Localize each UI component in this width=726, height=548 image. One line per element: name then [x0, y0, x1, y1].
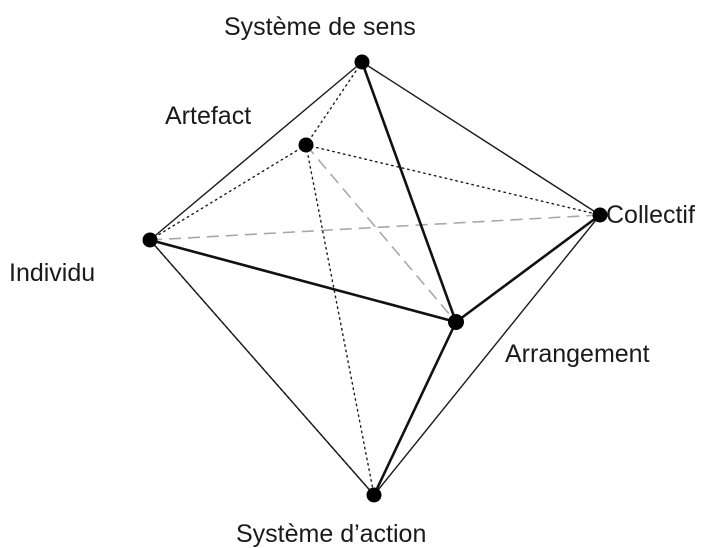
- label-collectif: Collectif: [606, 201, 695, 229]
- edge-sens-collectif: [361, 61, 601, 216]
- edge-arrangement-action: [372, 321, 458, 496]
- vertex-systeme-d-action: [366, 487, 382, 503]
- edge-individu-collectif: [149, 214, 601, 241]
- edge-sens-arrangement: [360, 61, 458, 323]
- edge-individu-arrangement: [149, 238, 457, 324]
- edge-sens-artefact: [305, 61, 363, 146]
- edge-sens-individu: [149, 61, 363, 241]
- edge-artefact-collectif: [305, 144, 601, 216]
- edge-individu-action: [149, 239, 375, 496]
- edge-collectif-action: [373, 214, 601, 496]
- edge-artefact-action: [305, 144, 375, 496]
- edge-artefact-individu: [149, 144, 307, 241]
- vertex-individu: [142, 232, 158, 248]
- vertex-artefact: [298, 137, 314, 153]
- label-individu: Individu: [9, 259, 95, 287]
- vertex-arrangement: [448, 314, 464, 330]
- label-artefact: Artefact: [165, 102, 251, 130]
- edge-artefact-arrangement: [305, 144, 457, 323]
- label-arrangement: Arrangement: [505, 340, 650, 368]
- vertex-collectif: [592, 207, 608, 223]
- edge-arrangement-collectif: [455, 213, 601, 324]
- label-systeme-de-sens: Système de sens: [224, 13, 416, 41]
- label-systeme-d-action: Système d’action: [236, 520, 426, 548]
- vertex-systeme-de-sens: [354, 54, 370, 70]
